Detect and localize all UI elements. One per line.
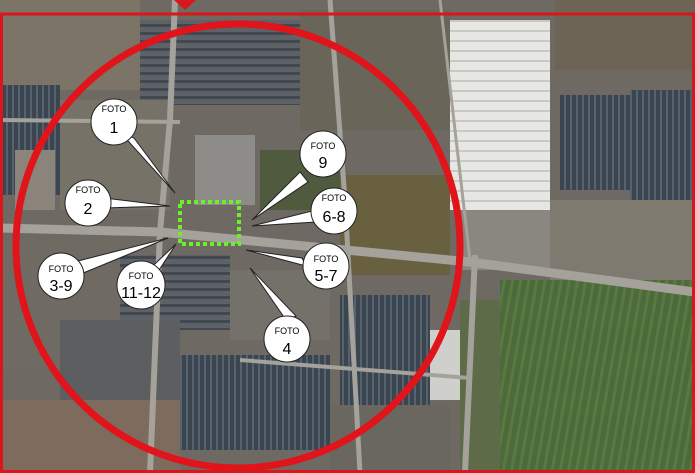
- site-outline: [178, 200, 241, 246]
- callout-foto-11-12[interactable]: FOTO 11-12: [116, 260, 166, 310]
- callout-foto-2[interactable]: FOTO 2: [64, 179, 112, 227]
- callout-foto-4[interactable]: FOTO 4: [263, 315, 311, 363]
- callout-number: 1: [110, 120, 119, 137]
- callout-number: 5-7: [314, 268, 337, 285]
- callout-number: 3-9: [49, 278, 72, 295]
- callout-foto-6-8[interactable]: FOTO 6-8: [310, 187, 358, 235]
- callout-prefix: FOTO: [76, 185, 101, 195]
- callout-prefix: FOTO: [49, 264, 74, 274]
- callout-prefix: FOTO: [102, 104, 127, 114]
- callout-prefix: FOTO: [275, 326, 300, 336]
- top-pointer: [174, 0, 196, 10]
- callout-number: 9: [319, 155, 328, 172]
- callout-number: 4: [283, 341, 292, 358]
- radius-ring: [12, 20, 464, 472]
- callout-prefix: FOTO: [314, 254, 339, 264]
- callout-foto-9[interactable]: FOTO 9: [299, 130, 347, 178]
- callout-foto-1[interactable]: FOTO 1: [90, 98, 138, 146]
- callout-pointers: [73, 131, 317, 321]
- callout-number: 11-12: [121, 285, 161, 302]
- callout-foto-3-9[interactable]: FOTO 3-9: [37, 252, 85, 300]
- callout-number: 2: [84, 201, 93, 218]
- callout-prefix: FOTO: [322, 193, 347, 203]
- callout-number: 6-8: [322, 209, 345, 226]
- callout-foto-5-7[interactable]: FOTO 5-7: [302, 242, 350, 290]
- callout-prefix: FOTO: [129, 271, 154, 281]
- callout-prefix: FOTO: [311, 141, 336, 151]
- map-frame: [0, 12, 695, 473]
